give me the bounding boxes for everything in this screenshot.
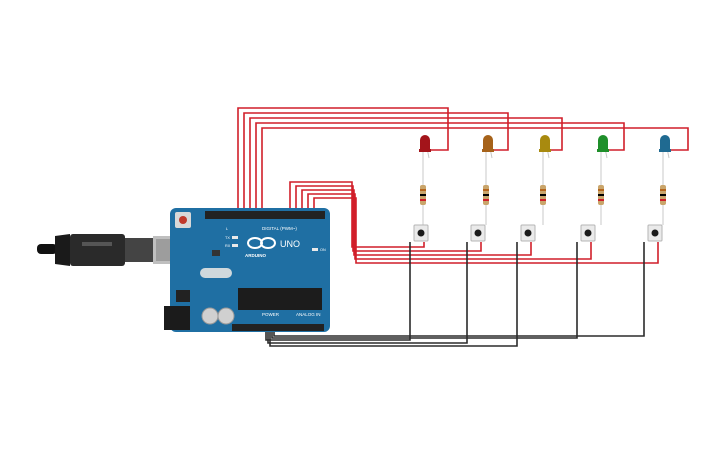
led-base [597,149,609,152]
led-base [539,149,551,152]
power-label: POWER [262,312,280,317]
resistor-band [483,194,489,196]
resistor-band [598,199,604,201]
resistor-band [540,199,546,201]
led-red[interactable] [420,135,430,150]
reset-button-cap[interactable] [179,216,187,224]
board-model: UNO [280,239,300,249]
crystal-oscillator [200,268,232,278]
led-base [659,149,671,152]
resistor-band [420,194,426,196]
signal-wire-button [289,181,425,248]
analog-label: ANALOG IN [296,312,321,317]
pushbutton-cap[interactable] [474,229,482,237]
signal-wire-button [301,189,532,256]
signal-wire-led [243,112,509,211]
pushbutton-cap[interactable] [651,229,659,237]
signal-wire-led [237,107,449,211]
resistor-band [483,199,489,201]
resistor-band [540,194,546,196]
resistor-band [598,189,604,191]
rx-label: RX [225,244,231,248]
wires [237,107,689,347]
led-blue[interactable] [660,135,670,150]
led-orange[interactable] [483,135,493,150]
led-base [419,149,431,152]
pushbutton-cap[interactable] [417,229,425,237]
signal-wire-led [255,122,625,211]
arduino-logo [247,237,276,249]
regulator-chip [176,290,190,302]
tx-led [232,236,238,239]
resistor-band [420,199,426,201]
digital-header[interactable] [205,211,325,219]
channel-red [413,135,431,242]
resistor-band [598,194,604,196]
atmega-chip [238,288,322,310]
ground-wire [269,242,518,347]
board-brand: ARDUINO [245,253,266,258]
l-label: L [226,227,228,231]
tx-label: TX [225,236,230,240]
pushbutton-cap[interactable] [584,229,592,237]
power-jack [164,306,190,330]
ground-wire [267,242,468,344]
resistor-band [540,189,546,191]
on-led [312,248,318,251]
signal-wire-button [295,185,482,252]
capacitor [201,307,219,325]
led-yellow[interactable] [540,135,550,150]
resistor-band [420,189,426,191]
usb-cable [37,234,185,266]
ground-wire [265,242,411,341]
capacitor [217,307,235,325]
rx-led [232,244,238,247]
signal-wire-led [249,117,563,211]
components [413,135,671,242]
resistor-band [660,199,666,201]
on-label: ON [320,248,326,252]
channel-blue [647,135,671,242]
digital-label: DIGITAL (PWM~) [262,226,297,231]
channel-yellow [520,135,551,242]
power-analog-header[interactable] [232,324,324,331]
resistor-band [660,194,666,196]
resistor-band [483,189,489,191]
usb-chip [212,250,220,256]
arduino-uno-board[interactable]: UNO ARDUINO DIGITAL (PWM~) POWER ANALOG … [164,208,330,332]
signal-wire-button [307,193,592,260]
channel-green [580,135,609,242]
channel-orange [470,135,494,242]
pushbutton-cap[interactable] [524,229,532,237]
resistor-band [660,189,666,191]
led-green[interactable] [598,135,608,150]
led-base [482,149,494,152]
signal-wire-led [261,127,689,211]
signal-wire-button [313,197,659,264]
